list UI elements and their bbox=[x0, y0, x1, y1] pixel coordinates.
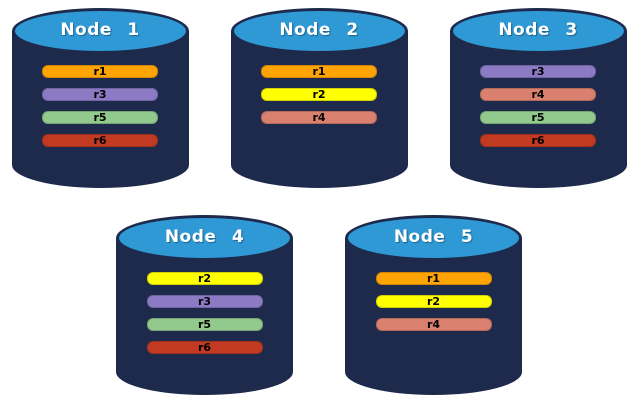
cylinder-top: Node 2 bbox=[230, 8, 408, 54]
node-title: Node 4 bbox=[164, 227, 245, 247]
cylinder-top: Node 4 bbox=[116, 215, 293, 261]
replica-bar-r5: r5 bbox=[42, 111, 158, 124]
cylinder-top: Node 5 bbox=[345, 215, 522, 261]
replica-label: r1 bbox=[312, 65, 326, 78]
replica-bars: r1 r2 r4 bbox=[345, 272, 522, 331]
replica-bar-r5: r5 bbox=[480, 111, 596, 124]
cylinder-bottom bbox=[116, 349, 293, 395]
node-row: Node 1 r1 r3 r5 r6 Node 2 r1 r2 r4 Node … bbox=[0, 0, 638, 188]
replica-label: r1 bbox=[93, 65, 107, 78]
replica-label: r6 bbox=[197, 341, 212, 354]
replica-label: r6 bbox=[531, 134, 545, 147]
replica-bar-r5: r5 bbox=[146, 318, 263, 331]
replica-bar-r2: r2 bbox=[146, 272, 263, 285]
replica-bar-r3: r3 bbox=[42, 88, 158, 101]
cylinder-bottom bbox=[11, 142, 189, 188]
replica-label: r2 bbox=[197, 272, 212, 285]
replica-label: r4 bbox=[312, 111, 326, 124]
db-node-2: Node 2 r1 r2 r4 bbox=[230, 8, 408, 188]
replica-bars: r3 r4 r5 r6 bbox=[450, 65, 627, 147]
db-node-3: Node 3 r3 r4 r5 r6 bbox=[449, 8, 627, 188]
replica-label: r3 bbox=[531, 65, 545, 78]
replica-label: r5 bbox=[197, 318, 212, 331]
replica-bar-r2: r2 bbox=[375, 295, 492, 308]
node-title: Node 3 bbox=[498, 20, 578, 40]
node-title: Node 5 bbox=[393, 227, 474, 247]
replica-bar-r6: r6 bbox=[146, 341, 263, 354]
replica-label: r5 bbox=[531, 111, 545, 124]
replica-bars: r1 r3 r5 r6 bbox=[12, 65, 189, 147]
replica-bar-r4: r4 bbox=[261, 111, 377, 124]
replica-label: r4 bbox=[531, 88, 545, 101]
replica-label: r6 bbox=[93, 134, 107, 147]
replica-label: r5 bbox=[93, 111, 107, 124]
node-row: Node 4 r2 r3 r5 r6 Node 5 r1 r2 r4 bbox=[0, 188, 638, 395]
replica-label: r2 bbox=[426, 295, 441, 308]
replica-bar-r1: r1 bbox=[375, 272, 492, 285]
node-title: Node 2 bbox=[279, 20, 359, 40]
replica-label: r1 bbox=[426, 272, 441, 285]
cylinder-top: Node 1 bbox=[11, 8, 189, 54]
replica-bar-r6: r6 bbox=[480, 134, 596, 147]
node-title: Node 1 bbox=[60, 20, 140, 40]
replica-label: r3 bbox=[197, 295, 212, 308]
replica-bar-r4: r4 bbox=[375, 318, 492, 331]
replica-bar-r6: r6 bbox=[42, 134, 158, 147]
db-node-4: Node 4 r2 r3 r5 r6 bbox=[116, 215, 293, 395]
replica-bar-r1: r1 bbox=[261, 65, 377, 78]
replica-bar-r2: r2 bbox=[261, 88, 377, 101]
replica-bars: r1 r2 r4 bbox=[231, 65, 408, 124]
db-node-5: Node 5 r1 r2 r4 bbox=[345, 215, 522, 395]
replica-bar-r3: r3 bbox=[146, 295, 263, 308]
db-node-1: Node 1 r1 r3 r5 r6 bbox=[11, 8, 189, 188]
replica-label: r2 bbox=[312, 88, 326, 101]
replica-bar-r1: r1 bbox=[42, 65, 158, 78]
replica-bars: r2 r3 r5 r6 bbox=[116, 272, 293, 354]
cylinder-bottom bbox=[345, 349, 522, 395]
replica-bar-r4: r4 bbox=[480, 88, 596, 101]
cylinder-bottom bbox=[230, 142, 408, 188]
replica-label: r3 bbox=[93, 88, 107, 101]
cylinder-bottom bbox=[449, 142, 627, 188]
cylinder-top: Node 3 bbox=[449, 8, 627, 54]
replica-bar-r3: r3 bbox=[480, 65, 596, 78]
replica-label: r4 bbox=[426, 318, 441, 331]
